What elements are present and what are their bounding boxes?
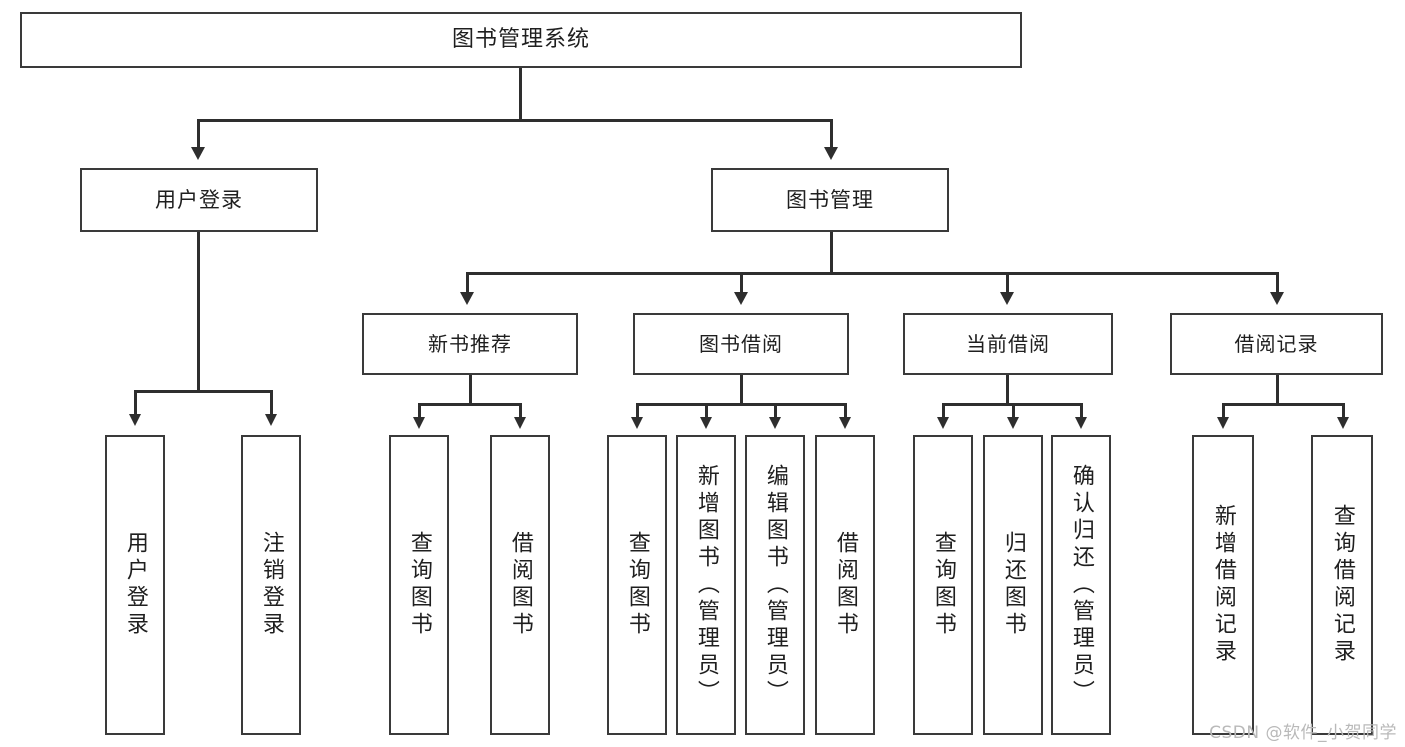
connector-borrow-record-bar	[1222, 403, 1342, 406]
arrowhead-user-login-to-leaf-2	[265, 414, 277, 426]
arrowhead-book-manage-to-borrow	[734, 292, 748, 305]
node-label: 新增图书（管理员）	[693, 463, 719, 707]
csdn-watermark: CSDN @软件_小贺同学	[1209, 723, 1397, 743]
arrowhead-borrow-record-to-leaf-1	[1217, 417, 1229, 429]
arrowhead-book-borrow-to-leaf-1	[631, 417, 643, 429]
node-label: 借阅图书	[507, 531, 533, 639]
connector-book-manage-bar	[466, 272, 1278, 275]
node-leaf-borrow-book-2[interactable]: 借阅图书	[815, 435, 875, 735]
connector-user-login-bar	[134, 390, 272, 393]
node-leaf-borrow-book-1[interactable]: 借阅图书	[490, 435, 550, 735]
connector-user-login-to-leaf-1	[134, 390, 137, 416]
connector-user-login-to-leaf-2	[270, 390, 273, 416]
arrowhead-book-borrow-to-leaf-2	[700, 417, 712, 429]
node-leaf-query-record[interactable]: 查询借阅记录	[1311, 435, 1373, 735]
connector-root-to-book-manage	[830, 119, 833, 149]
node-leaf-query-book-3[interactable]: 查询图书	[913, 435, 973, 735]
node-label: 注销登录	[258, 531, 284, 639]
connector-new-book-stem	[469, 375, 472, 405]
connector-book-borrow-to-leaf-3	[774, 403, 777, 419]
arrowhead-current-borrow-to-leaf-3	[1075, 417, 1087, 429]
arrowhead-book-manage-to-record	[1270, 292, 1284, 305]
connector-book-manage-stem	[830, 232, 833, 274]
node-label: 查询图书	[930, 531, 956, 639]
arrowhead-book-borrow-to-leaf-4	[839, 417, 851, 429]
connector-user-login-stem	[197, 232, 200, 392]
connector-current-borrow-to-leaf-1	[942, 403, 945, 419]
connector-book-borrow-to-leaf-1	[636, 403, 639, 419]
arrowhead-book-borrow-to-leaf-3	[769, 417, 781, 429]
node-leaf-add-book[interactable]: 新增图书（管理员）	[676, 435, 736, 735]
connector-book-manage-to-new-book	[466, 272, 469, 294]
node-new-book-recommend[interactable]: 新书推荐	[362, 313, 578, 375]
node-label: 新书推荐	[428, 331, 512, 356]
arrowhead-root-to-user-login	[191, 147, 205, 160]
arrowhead-user-login-to-leaf-1	[129, 414, 141, 426]
node-label: 新增借阅记录	[1210, 504, 1236, 666]
node-label: 编辑图书（管理员）	[762, 463, 788, 707]
connector-borrow-record-to-leaf-2	[1342, 403, 1345, 419]
node-label: 查询借阅记录	[1329, 504, 1355, 666]
node-root-system[interactable]: 图书管理系统	[20, 12, 1022, 68]
node-label: 用户登录	[155, 187, 243, 212]
node-label: 图书借阅	[699, 331, 783, 356]
arrowhead-book-manage-to-new-book	[460, 292, 474, 305]
connector-current-borrow-bar	[942, 403, 1080, 406]
node-leaf-query-book-2[interactable]: 查询图书	[607, 435, 667, 735]
connector-root-bar	[197, 119, 833, 122]
node-label: 当前借阅	[966, 331, 1050, 356]
arrowhead-book-manage-to-current	[1000, 292, 1014, 305]
connector-new-book-bar	[418, 403, 521, 406]
node-book-manage[interactable]: 图书管理	[711, 168, 949, 232]
node-leaf-query-book-1[interactable]: 查询图书	[389, 435, 449, 735]
connector-new-book-to-leaf-1	[418, 403, 421, 419]
node-label: 借阅图书	[832, 531, 858, 639]
connector-borrow-record-to-leaf-1	[1222, 403, 1225, 419]
node-leaf-user-logout[interactable]: 注销登录	[241, 435, 301, 735]
node-leaf-add-record[interactable]: 新增借阅记录	[1192, 435, 1254, 735]
connector-root-stem	[519, 68, 522, 120]
connector-root-to-user-login	[197, 119, 200, 149]
node-label: 借阅记录	[1234, 331, 1319, 356]
arrowhead-borrow-record-to-leaf-2	[1337, 417, 1349, 429]
connector-current-borrow-stem	[1006, 375, 1009, 405]
node-current-borrow[interactable]: 当前借阅	[903, 313, 1113, 375]
arrowhead-current-borrow-to-leaf-2	[1007, 417, 1019, 429]
node-label: 图书管理	[786, 187, 874, 212]
node-label: 查询图书	[624, 531, 650, 639]
arrowhead-root-to-book-manage	[824, 147, 838, 160]
node-label: 用户登录	[122, 531, 148, 639]
connector-book-manage-to-borrow	[740, 272, 743, 294]
connector-borrow-record-stem	[1276, 375, 1279, 405]
node-label: 确认归还（管理员）	[1068, 463, 1094, 707]
connector-book-manage-to-record	[1276, 272, 1279, 294]
connector-book-borrow-to-leaf-2	[705, 403, 708, 419]
connector-current-borrow-to-leaf-3	[1080, 403, 1083, 419]
connector-book-borrow-bar	[636, 403, 844, 406]
node-leaf-user-login[interactable]: 用户登录	[105, 435, 165, 735]
connector-book-borrow-to-leaf-4	[844, 403, 847, 419]
connector-book-manage-to-current	[1006, 272, 1009, 294]
node-label: 归还图书	[1000, 531, 1026, 639]
node-leaf-return-book[interactable]: 归还图书	[983, 435, 1043, 735]
node-user-login[interactable]: 用户登录	[80, 168, 318, 232]
node-borrow-record[interactable]: 借阅记录	[1170, 313, 1383, 375]
node-leaf-edit-book[interactable]: 编辑图书（管理员）	[745, 435, 805, 735]
connector-current-borrow-to-leaf-2	[1012, 403, 1015, 419]
arrowhead-new-book-to-leaf-2	[514, 417, 526, 429]
connector-book-borrow-stem	[740, 375, 743, 405]
node-label: 图书管理系统	[451, 27, 590, 53]
arrowhead-current-borrow-to-leaf-1	[937, 417, 949, 429]
node-book-borrow[interactable]: 图书借阅	[633, 313, 849, 375]
connector-new-book-to-leaf-2	[519, 403, 522, 419]
node-label: 查询图书	[406, 531, 432, 639]
node-leaf-confirm-return[interactable]: 确认归还（管理员）	[1051, 435, 1111, 735]
arrowhead-new-book-to-leaf-1	[413, 417, 425, 429]
